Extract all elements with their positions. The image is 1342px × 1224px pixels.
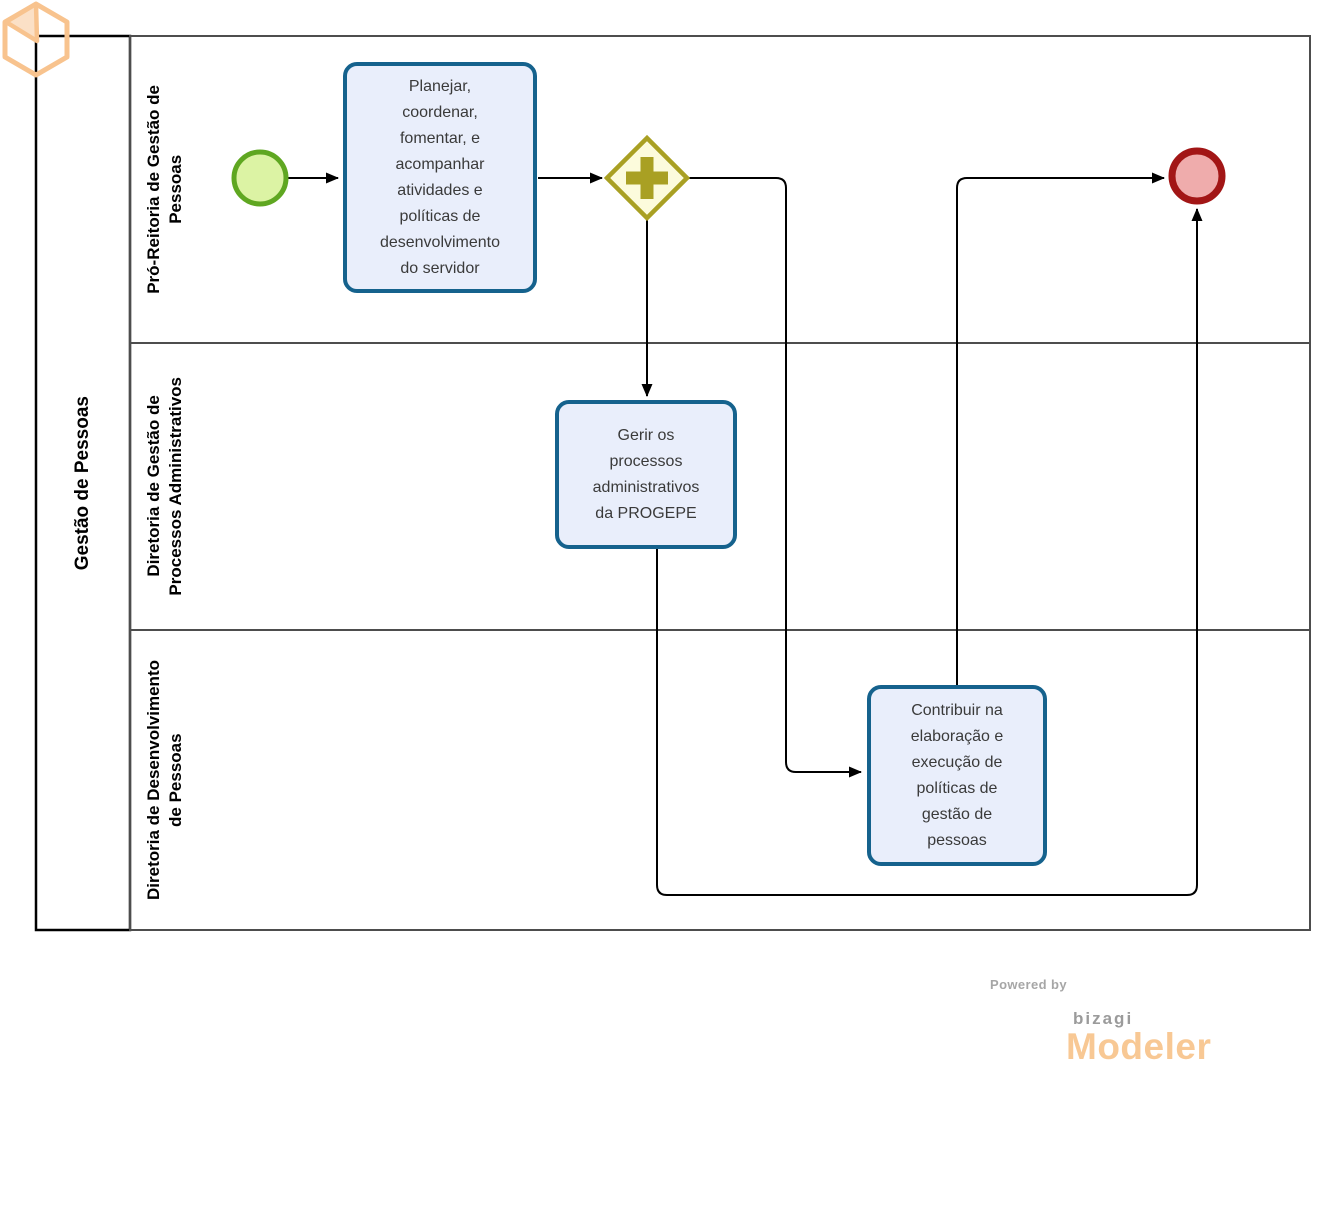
- lane-desenvolvimento-rect: [129, 629, 1311, 931]
- powered-by-label: Powered by: [990, 977, 1067, 992]
- parallel-gateway-plus-icon: [626, 157, 668, 199]
- bizagi-wordmark: bizagi: [1073, 1009, 1134, 1028]
- lane-label-text: Pró-Reitoria de Gestão de Pessoas: [144, 85, 185, 294]
- bizagi-hexagon-icon: [2, 1, 70, 78]
- lane-label-desenvolvimento: Diretoria de Desenvolvimento de Pessoas: [132, 630, 198, 930]
- task-label: Planejar, coordenar, fomentar, e acompan…: [379, 77, 501, 277]
- start-event-circle: [231, 149, 289, 207]
- task-label: Gerir os processos administrativos da PR…: [592, 426, 700, 522]
- modeler-wordmark: Modeler: [1066, 1026, 1212, 1067]
- task-label: Contribuir na elaboração e execução de p…: [910, 701, 1004, 849]
- task-planejar-coordenar: Planejar, coordenar, fomentar, e acompan…: [343, 62, 537, 293]
- task-contribuir-politicas: Contribuir na elaboração e execução de p…: [867, 685, 1047, 866]
- lane-label-pro-reitoria: Pró-Reitoria de Gestão de Pessoas: [132, 36, 198, 343]
- hexagon-fold: [3, 1, 40, 44]
- task-gerir-processos: Gerir os processos administrativos da PR…: [555, 400, 737, 549]
- pool-label: Gestão de Pessoas: [36, 36, 130, 930]
- flow-gateway-to-task3: [688, 177, 862, 778]
- lane-pro-reitoria-rect: [129, 35, 1311, 344]
- lane-label-gestao-processos: Diretoria de Gestão de Processos Adminis…: [132, 343, 198, 630]
- end-event-circle: [1168, 147, 1226, 205]
- flow-task3-to-end: [956, 172, 1165, 685]
- pool-label-text: Gestão de Pessoas: [72, 395, 93, 571]
- flow-task2-to-end: [656, 208, 1203, 896]
- lane-label-text: Diretoria de Desenvolvimento de Pessoas: [144, 660, 185, 900]
- lane-label-text: Diretoria de Gestão de Processos Adminis…: [144, 377, 185, 596]
